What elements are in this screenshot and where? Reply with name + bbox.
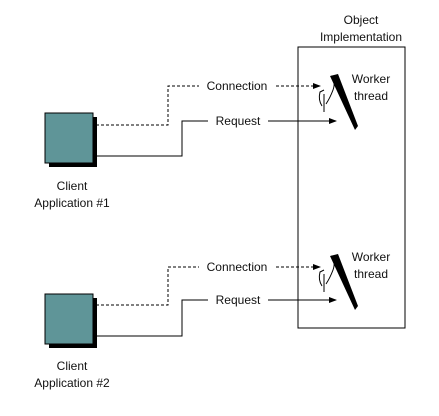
worker-thread-1-label-line1: Worker bbox=[352, 72, 390, 86]
client-1-label-line1: Client bbox=[57, 179, 88, 193]
client-2-connection-line bbox=[96, 266, 199, 306]
worker-thread-2-icon bbox=[318, 254, 358, 310]
client-2-request-label: Request bbox=[216, 293, 261, 307]
client-2-label-line1: Client bbox=[57, 359, 88, 373]
object-implementation-title-line1: Object bbox=[344, 13, 379, 27]
client-1-box bbox=[44, 112, 94, 164]
client-1-request-line bbox=[96, 120, 208, 157]
client-2-box bbox=[44, 293, 94, 345]
worker-thread-2-label-line2: thread bbox=[354, 267, 388, 281]
client-1-connection-line bbox=[96, 85, 199, 126]
object-implementation-box bbox=[297, 46, 406, 329]
client-1-request-label: Request bbox=[216, 114, 261, 128]
object-implementation-title-line2: Implementation bbox=[320, 30, 402, 44]
worker-thread-1-icon bbox=[318, 74, 358, 130]
worker-thread-1-label-line2: thread bbox=[354, 89, 388, 103]
client-1-label-line2: Application #1 bbox=[34, 196, 110, 210]
client-2-label-line2: Application #2 bbox=[34, 376, 110, 390]
client-2-connection-label: Connection bbox=[207, 260, 268, 274]
worker-thread-2-label-line1: Worker bbox=[352, 250, 390, 264]
client-1-connection-label: Connection bbox=[207, 79, 268, 93]
client-2-request-line bbox=[96, 299, 208, 337]
